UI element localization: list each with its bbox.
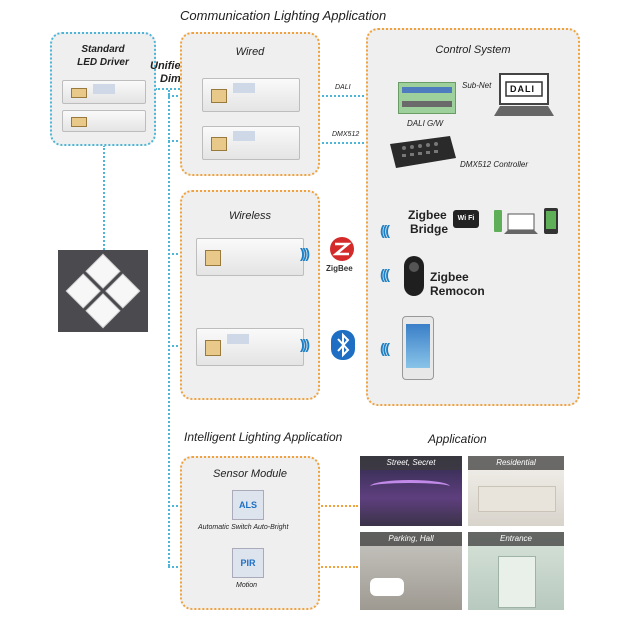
app-photo-street: Street, Secret [360, 456, 462, 526]
zigbee-remocon-device [404, 256, 424, 296]
wired-box: Wired [180, 32, 320, 176]
driver-to-panel-line [103, 145, 105, 250]
pir-caption: Motion [236, 582, 258, 589]
dmx-line-label: DMX512 [332, 131, 360, 138]
sensor-module-title: Sensor Module [213, 468, 287, 480]
dim-label: Dim [160, 73, 181, 85]
wireless-box: Wireless [180, 190, 320, 400]
unified-label: Unified [150, 60, 188, 72]
wireless-bluetooth-driver [196, 328, 304, 366]
remocon-signal-icon: ((( [380, 266, 390, 282]
sensor-module-box: Sensor Module [180, 456, 320, 610]
dmx512-controller-label: DMX512 Controller [460, 160, 529, 169]
wired-title: Wired [235, 46, 265, 58]
bluetooth-icon [331, 330, 355, 360]
zigbee-remocon-line2: Remocon [430, 284, 485, 298]
zigbee-bridge-line1: Zigbee [408, 208, 447, 222]
app-photo-parking: Parking, Hall [360, 532, 462, 610]
dmx512-controller-device [386, 134, 458, 170]
dali-line [298, 95, 400, 97]
zigbee-remocon-line1: Zigbee [430, 270, 469, 284]
wireless-zigbee-driver [196, 238, 304, 276]
zigbee-driver-signal-icon: ))) [300, 245, 310, 261]
als-sensor-chip: ALS [232, 490, 264, 520]
wifi-logo-icon: Wi Fi [453, 210, 479, 228]
dali-monitor-logo: DALI [510, 84, 535, 94]
application-title: Application [428, 432, 487, 446]
subnet-label: Sub-Net [462, 81, 492, 90]
bridge-signal-icon: ((( [380, 222, 390, 238]
app-label-residential: Residential [468, 456, 564, 470]
led-panel-image [58, 250, 148, 332]
smartphone-icon [402, 316, 434, 380]
als-to-app-line [290, 505, 358, 507]
app-label-parking: Parking, Hall [360, 532, 462, 546]
dali-gw-label: DALI G/W [407, 119, 444, 128]
pir-sensor-chip: PIR [232, 548, 264, 578]
zigbee-logo-icon [328, 235, 356, 263]
led-driver-unit-bottom [62, 110, 146, 132]
zigbee-bridge-line2: Bridge [410, 222, 449, 236]
devices-icon [492, 206, 560, 236]
intelligent-title: Intelligent Lighting Application [184, 430, 343, 444]
dali-monitor-icon [492, 72, 556, 120]
phone-signal-icon: ((( [380, 340, 390, 356]
app-label-entrance: Entrance [468, 532, 564, 546]
communication-title: Communication Lighting Application [180, 8, 387, 23]
als-caption: Automatic Switch Auto-Bright [198, 524, 289, 531]
standard-led-driver-box: Standard LED Driver [50, 32, 156, 146]
unified-dim-bus [168, 90, 170, 566]
app-label-street: Street, Secret [360, 456, 462, 470]
zigbee-logo-text: ZigBee [326, 264, 353, 273]
app-photo-residential: Residential [468, 456, 564, 526]
dmx-line [298, 142, 400, 144]
driver-label-line2: LED Driver [77, 57, 129, 68]
driver-label-line1: Standard [81, 44, 125, 55]
dali-gateway-device [398, 82, 456, 114]
driver-to-wired-line [155, 88, 180, 90]
dali-line-label: DALI [335, 84, 351, 91]
wired-driver-dali [202, 78, 300, 112]
pir-to-app-line [290, 566, 358, 568]
wired-driver-dmx [202, 126, 300, 160]
app-photo-entrance: Entrance [468, 532, 564, 610]
wireless-title: Wireless [228, 210, 272, 222]
led-driver-unit-top [62, 80, 146, 104]
control-system-title: Control System [435, 44, 511, 56]
bluetooth-driver-signal-icon: ))) [300, 336, 310, 352]
